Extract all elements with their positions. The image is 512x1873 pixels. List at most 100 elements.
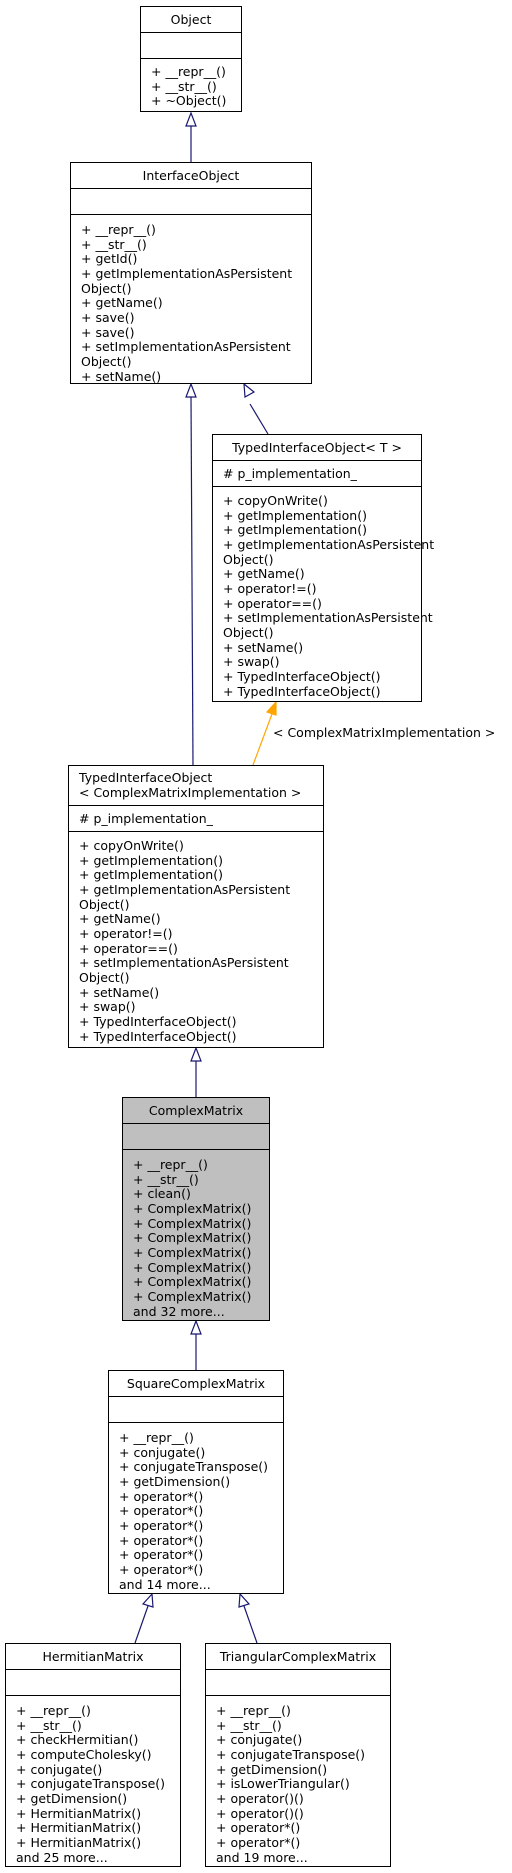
operation-item: + setName() (81, 368, 162, 384)
operation-item: + operator*() (216, 1834, 301, 1850)
operation-item: + TypedInterfaceObject() (79, 1028, 237, 1044)
operation-item: + operator*() (119, 1488, 204, 1504)
operation-item: + copyOnWrite() (79, 838, 184, 853)
class-title: HermitianMatrix (6, 1644, 180, 1670)
arrowhead-interfaceobject-b (185, 382, 197, 398)
class-interfaceobject[interactable]: InterfaceObject + __repr__()+ __str__()+… (70, 162, 312, 384)
operation-item: + conjugateTranspose() (216, 1746, 366, 1762)
operation-item: + conjugate() (216, 1732, 303, 1748)
class-triangularcomplexmatrix[interactable]: TriangularComplexMatrix + __repr__()+ __… (205, 1643, 391, 1867)
attributes-section (71, 189, 311, 215)
operation-item: + TypedInterfaceObject() (223, 683, 381, 699)
operations-list: + __repr__()+ __str__()+ ~Object() (141, 59, 241, 109)
class-title-line2: < ComplexMatrixImplementation > (79, 785, 302, 800)
operation-item: + setName() (223, 639, 304, 655)
class-typedinterfaceobject-complexmatriximplementation[interactable]: TypedInterfaceObject < ComplexMatrixImpl… (68, 765, 324, 1048)
operation-item: + swap() (223, 654, 280, 670)
operation-item: Object() (223, 624, 274, 640)
operation-item: + operator*() (119, 1517, 204, 1533)
more-members-note: and 14 more... (119, 1576, 211, 1592)
class-squarecomplexmatrix[interactable]: SquareComplexMatrix + __repr__()+ conjug… (108, 1370, 284, 1594)
operation-item: + getImplementationAsPersistent (81, 265, 293, 281)
operation-item: + getImplementationAsPersistent (223, 536, 435, 552)
edge-triangular-square (243, 1605, 258, 1644)
operation-item: + __str__() (133, 1171, 199, 1187)
class-title: SquareComplexMatrix (109, 1371, 283, 1397)
operation-item: + operator!=() (79, 925, 173, 941)
operation-item: + getName() (79, 911, 161, 927)
operation-item: + setName() (79, 984, 160, 1000)
operation-item: + operator()() (216, 1790, 304, 1806)
operation-item: + checkHermitian() (16, 1732, 139, 1748)
operations-list: + __repr__()+ conjugate()+ conjugateTran… (109, 1423, 283, 1592)
operation-item: + operator()() (216, 1805, 304, 1821)
operation-item: + getDimension() (16, 1790, 128, 1806)
attribute-item: # p_implementation_ (79, 811, 213, 826)
operation-item: + conjugateTranspose() (119, 1459, 269, 1475)
operation-item: + getName() (81, 295, 163, 311)
attributes-section (141, 33, 241, 59)
operation-item: + getDimension() (119, 1473, 231, 1489)
class-title: Object (141, 7, 241, 33)
operation-item: Object() (81, 280, 132, 296)
operation-item: + setImplementationAsPersistent (223, 610, 433, 626)
operation-item: + __str__() (81, 236, 147, 252)
class-title: TypedInterfaceObject< T > (213, 435, 421, 461)
operations-list: + __repr__()+ __str__()+ clean()+ Comple… (123, 1150, 269, 1319)
arrowhead-square-b (238, 1592, 251, 1608)
operation-item: + getImplementation() (79, 852, 223, 868)
operation-item: + conjugate() (119, 1444, 206, 1460)
operation-item: + operator*() (119, 1503, 204, 1519)
arrowhead-complexmatrix (190, 1319, 202, 1335)
class-title-line1: TypedInterfaceObject (79, 770, 213, 785)
class-title: TriangularComplexMatrix (206, 1644, 390, 1670)
operation-item: + isLowerTriangular() (216, 1776, 350, 1792)
operation-item: + getImplementation() (223, 522, 367, 538)
class-title: InterfaceObject (71, 163, 311, 189)
operation-item: + __repr__() (119, 1430, 194, 1445)
operation-item: + operator!=() (223, 580, 317, 596)
operation-item: + HermitianMatrix() (16, 1805, 142, 1821)
operation-item: + getDimension() (216, 1761, 328, 1777)
operation-item: + HermitianMatrix() (16, 1834, 142, 1850)
class-complexmatrix[interactable]: ComplexMatrix + __repr__()+ __str__()+ c… (122, 1097, 270, 1321)
operation-item: + ComplexMatrix() (133, 1288, 252, 1304)
operation-item: + getId() (81, 251, 138, 267)
template-binding-label: < ComplexMatrixImplementation > (273, 725, 496, 740)
operation-item: + __repr__() (216, 1703, 291, 1718)
operations-list: + __repr__()+ __str__()+ checkHermitian(… (6, 1696, 180, 1865)
operation-item: + getName() (223, 566, 305, 582)
operation-item: + copyOnWrite() (223, 493, 328, 508)
operation-item: + getImplementation() (223, 507, 367, 523)
class-title: ComplexMatrix (123, 1098, 269, 1124)
class-typedinterfaceobject-t[interactable]: TypedInterfaceObject< T > # p_implementa… (212, 434, 435, 702)
operation-item: + TypedInterfaceObject() (223, 668, 381, 684)
operation-item: + ComplexMatrix() (133, 1200, 252, 1216)
operation-item: + __str__() (16, 1717, 82, 1733)
class-hermitianmatrix[interactable]: HermitianMatrix + __repr__()+ __str__()+… (5, 1643, 181, 1867)
operation-item: + operator*() (119, 1547, 204, 1563)
edge-hermitian-square (134, 1605, 149, 1644)
operation-item: + __repr__() (81, 222, 156, 237)
operation-item: Object() (81, 353, 132, 369)
operations-list: + copyOnWrite()+ getImplementation() + ge… (69, 832, 323, 1044)
edge-typedCMI-interfaceobject (190, 395, 194, 766)
operation-item: + operator*() (119, 1532, 204, 1548)
operation-item: + TypedInterfaceObject() (79, 1013, 237, 1029)
operation-item: + conjugateTranspose() (16, 1776, 166, 1792)
operation-item: + swap() (79, 999, 136, 1015)
operations-list: + __repr__()+ __str__()+ conjugate()+ co… (206, 1696, 390, 1865)
class-object[interactable]: Object + __repr__()+ __str__()+ ~Object(… (140, 6, 242, 112)
operation-item: + save() (81, 324, 135, 340)
attributes-section (206, 1670, 390, 1696)
operation-item: + __repr__() (133, 1157, 208, 1172)
arrowhead-object (185, 111, 197, 127)
attribute-item: # p_implementation_ (223, 466, 357, 481)
operation-item: + ComplexMatrix() (133, 1215, 252, 1231)
operation-item: + HermitianMatrix() (16, 1820, 142, 1836)
operation-item: + operator*() (119, 1561, 204, 1577)
more-members-note: and 32 more... (133, 1303, 225, 1319)
operation-item: + ComplexMatrix() (133, 1244, 252, 1260)
arrowhead-template-binding (265, 700, 277, 716)
